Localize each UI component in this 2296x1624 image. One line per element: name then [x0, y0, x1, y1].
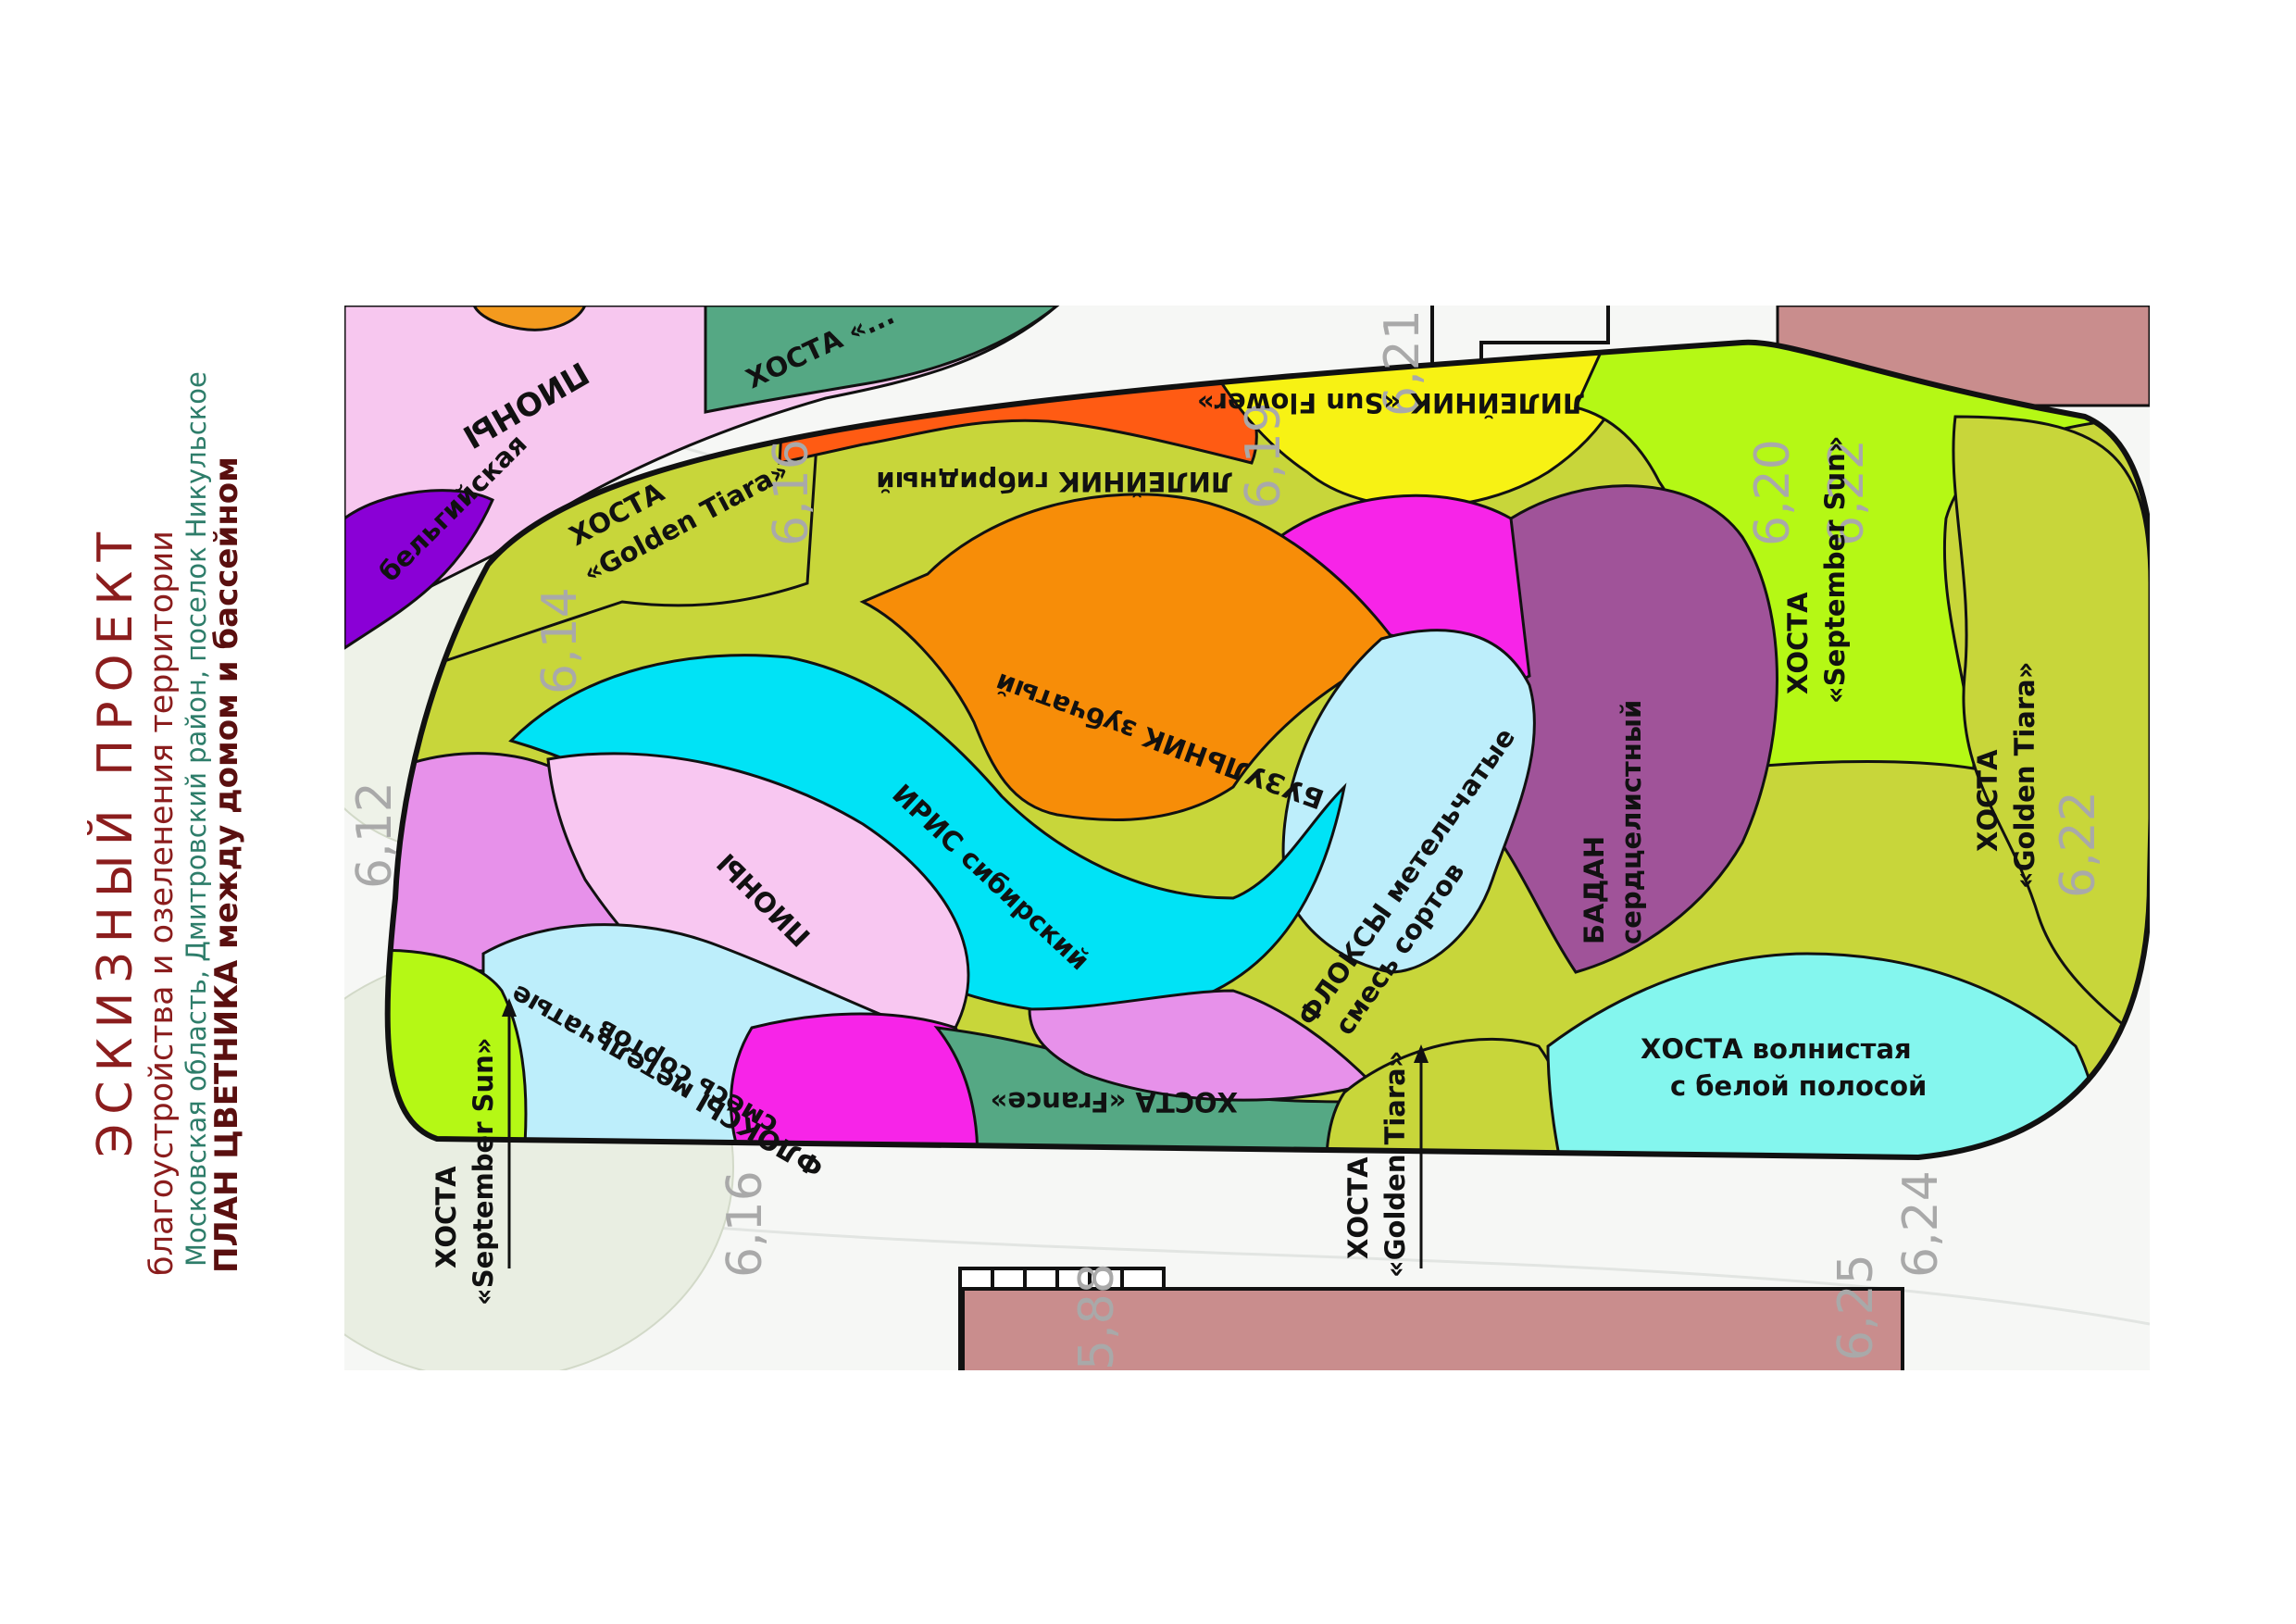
project-location: Московская область, Дмитровский район, п…	[181, 371, 212, 1267]
elevation-label: 6,22	[2051, 791, 2106, 898]
elevation-label: 6,19	[1236, 402, 1292, 509]
label-hosta-france: ХОСТА «France»	[991, 1086, 1238, 1118]
project-title: ЭСКИЗНЫЙ ПРОЕКТ	[88, 522, 144, 1157]
arrow-head-icon	[1414, 1044, 1429, 1063]
elevation-label: 6,12	[347, 781, 403, 889]
building-bottom	[961, 1287, 1904, 1370]
label-badan-a: БАДАН	[1578, 836, 1610, 944]
bed-phlox-right	[1281, 629, 1536, 974]
bed-golden-tiara-right	[1952, 415, 2150, 1050]
project-subtitle: благоустройства и озеленения территории	[144, 531, 181, 1276]
bed-hosta-top	[704, 306, 1060, 414]
elevation-label: 6,21	[1375, 309, 1430, 417]
label-september-sun-1b: «September Sun»	[1819, 435, 1851, 704]
label-badan-b: сердцелистный	[1616, 700, 1647, 944]
label-golden-tiara-2a: ХОСТА	[1972, 749, 2003, 852]
callout-september-sun-b: «September Sun»	[468, 1037, 499, 1305]
flowerbed-border	[384, 339, 2150, 1161]
label-hosta-wavy-a: ХОСТА волнистая	[1641, 1033, 1912, 1065]
bed-top-orange	[472, 306, 587, 331]
bed-hosta-wavy	[1546, 952, 2100, 1158]
elevation-label: 5,88	[1069, 1263, 1125, 1370]
callout-september-sun-a: ХОСТА	[430, 1166, 462, 1268]
callout-golden-tiara-b: «Golden Tiara»	[1379, 1051, 1411, 1278]
label-golden-tiara-2b: «Golden Tiara»	[2009, 662, 2040, 889]
plan-title: ПЛАН ЦВЕТНИКА между домом и бассейном	[208, 456, 245, 1273]
label-daylily-sunflower: ЛИЛЕЙНИК «Sun Flower»	[1197, 387, 1585, 418]
title-block: ЭСКИЗНЫЙ ПРОЕКТ благоустройства и озелен…	[88, 250, 245, 1278]
elevation-label: 6,14	[532, 587, 588, 694]
bed-buzulnik	[859, 493, 1403, 822]
elevation-label: 6,16	[764, 439, 819, 546]
flowerbed-plan: 6,21 6,19 6,16 6,20 6,22 6,14 6,12 6,22 …	[344, 306, 2150, 1370]
elevation-label: 6,22	[1819, 439, 1875, 546]
elevation-label: 6,25	[1828, 1254, 1884, 1361]
arrow-head-icon	[502, 998, 517, 1017]
callout-golden-tiara-a: ХОСТА	[1342, 1156, 1374, 1259]
label-september-sun-1a: ХОСТА	[1782, 592, 1814, 694]
elevation-label: 6,20	[1745, 439, 1801, 546]
elevation-label: 6,16	[718, 1170, 773, 1278]
label-hosta-wavy-b: с белой полосой	[1670, 1070, 1927, 1102]
label-daylily-hybrid: ЛИЛЕЙНИК гибридный	[876, 466, 1233, 497]
bed-belgian	[344, 489, 494, 650]
elevation-label: 6,24	[1893, 1170, 1949, 1278]
